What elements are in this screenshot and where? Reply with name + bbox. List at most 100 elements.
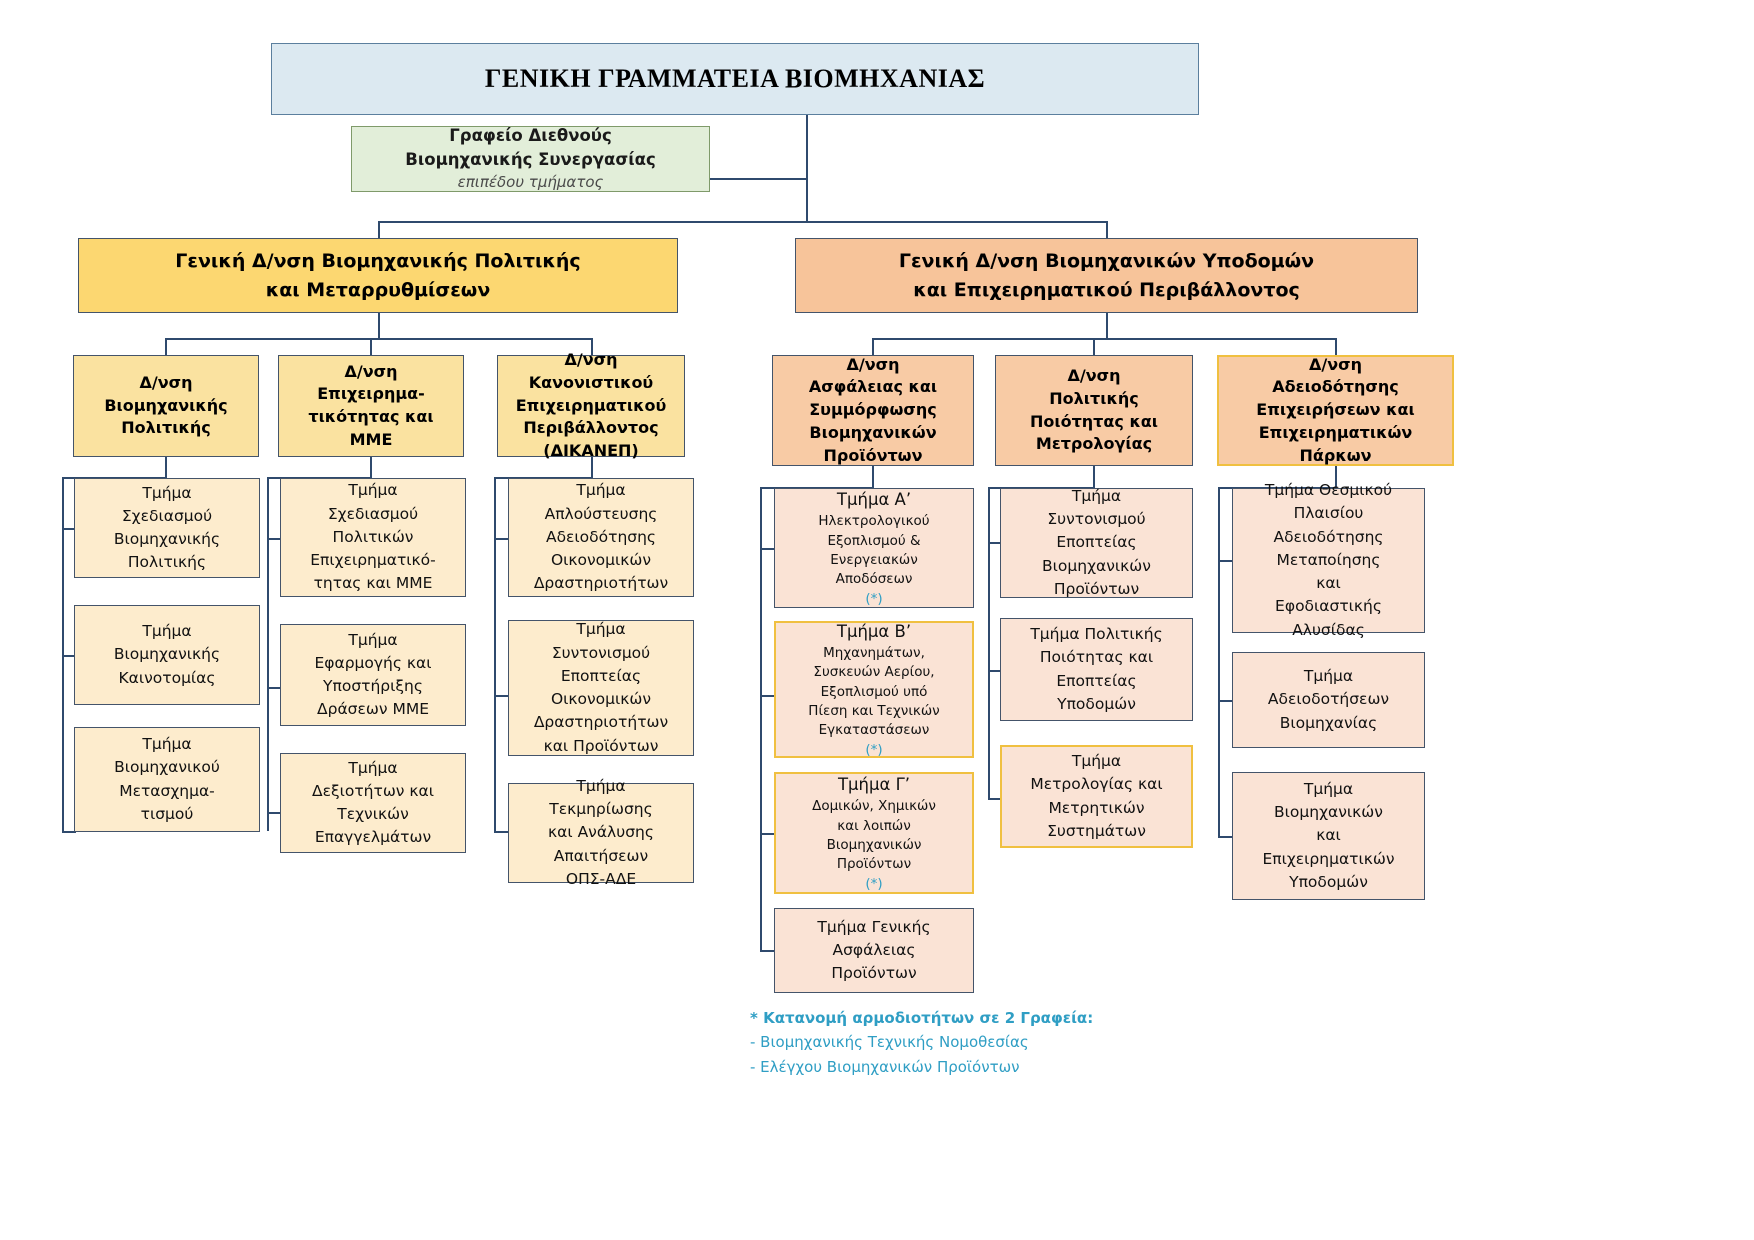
connector-dir5-drop: [1093, 338, 1095, 355]
c5d1-line-4: Βιομηχανικών: [1042, 556, 1151, 575]
department-general-product-safety[interactable]: Τμήμα Γενικής Ασφάλειας Προϊόντων: [774, 908, 974, 993]
c3d2-line-3: Εποπτείας: [560, 666, 642, 685]
dir6-line-4: Επιχειρηματικών: [1258, 422, 1413, 442]
c4d1-line-3: Ενεργειακών: [830, 551, 918, 568]
dir5-line-3: Ποιότητας και: [1029, 411, 1159, 431]
connector-col2-b2: [267, 687, 281, 689]
dir2-line-2: Επιχειρημα-: [317, 384, 425, 404]
connector-col3-b1: [494, 538, 508, 540]
c3d1-line-3: Αδειοδότησης: [545, 527, 657, 546]
c6d1-line-6: Εφοδιαστικής: [1275, 597, 1382, 616]
department-sme-policy-planning[interactable]: Τμήμα Σχεδιασμού Πολιτικών Επιχειρηματικ…: [280, 478, 466, 597]
c6d1-line-2: Πλαισίου: [1293, 504, 1364, 523]
department-industrial-business-infrastructure[interactable]: Τμήμα Βιομηχανικών και Επιχειρηματικών Υ…: [1232, 772, 1425, 900]
directorate-licensing-business-parks[interactable]: Δ/νση Αδειοδότησης Επιχειρήσεων και Επιχ…: [1217, 355, 1454, 466]
connector-col4-b4: [760, 950, 774, 952]
connector-col3-b3: [494, 831, 508, 833]
c4d3-line-3: Βιομηχανικών: [826, 836, 922, 853]
general-directorate-industrial-infrastructure[interactable]: Γενική Δ/νση Βιομηχανικών Υποδομών και Ε…: [795, 238, 1418, 313]
connector-col4-b1: [760, 548, 774, 550]
department-quality-policy-infrastructure-supervision[interactable]: Τμήμα Πολιτικής Ποιότητας και Εποπτείας …: [1000, 618, 1193, 721]
c4d1-line-4: Αποδόσεων: [835, 570, 913, 587]
c4d1-head: Τμήμα Α’: [836, 489, 912, 509]
connector-col6-b3: [1218, 836, 1232, 838]
department-industrial-innovation[interactable]: Τμήμα Βιομηχανικής Καινοτομίας: [74, 605, 260, 705]
dir2-line-3: τικότητας και: [308, 407, 434, 426]
c4d3-line-2: και λοιπών: [837, 817, 911, 834]
dir5-line-2: Πολιτικής: [1049, 388, 1139, 408]
c5d1-line-2: Συντονισμού: [1047, 510, 1146, 529]
directorate-quality-policy-metrology[interactable]: Δ/νση Πολιτικής Ποιότητας και Μετρολογία…: [995, 355, 1193, 466]
directorate-industrial-policy[interactable]: Δ/νση Βιομηχανικής Πολιτικής: [73, 355, 259, 457]
c3d3-line-1: Τμήμα: [576, 776, 626, 795]
c4d3-footnote-marker: (*): [865, 875, 883, 892]
department-skills-technical-professions[interactable]: Τμήμα Δεξιοτήτων και Τεχνικών Επαγγελμάτ…: [280, 753, 466, 853]
dir4-line-3: Συμμόρφωσης: [809, 400, 937, 420]
connector-col1-stem-h: [62, 477, 166, 479]
connector-col6-spine: [1218, 487, 1220, 837]
connector-col6-stem: [1335, 466, 1337, 488]
dir6-line-3: Επιχειρήσεων και: [1256, 400, 1415, 420]
directorate-regulatory-business-environment[interactable]: Δ/νση Κανονιστικού Επιχειρηματικού Περιβ…: [497, 350, 685, 460]
department-institutional-framework-licensing[interactable]: Τμήμα Θεσμικού Πλαισίου Αδειοδότησης Μετ…: [1232, 481, 1425, 639]
department-industrial-transformation[interactable]: Τμήμα Βιομηχανικού Μετασχημα- τισμού: [74, 727, 260, 832]
department-sme-action-support[interactable]: Τμήμα Εφαρμογής και Υποστήριξης Δράσεων …: [280, 624, 466, 726]
c2d1-line-4: Επιχειρηματικό-: [310, 551, 436, 570]
department-industrial-policy-planning[interactable]: Τμήμα Σχεδιασμού Βιομηχανικής Πολιτικής: [74, 478, 260, 578]
c4d2-line-1: Μηχανημάτων,: [823, 645, 925, 662]
gd1-line-2: και Μεταρρυθμίσεων: [265, 278, 491, 301]
c6d3-line-2: Βιομηχανικών: [1274, 803, 1383, 822]
footnote-block: * Κατανομή αρμοδιοτήτων σε 2 Γραφεία: - …: [750, 1006, 1220, 1079]
c2d1-line-5: τητας και ΜΜΕ: [313, 574, 433, 593]
c1d2-line-3: Καινοτομίας: [118, 668, 216, 687]
department-supervision-coordination-activities[interactable]: Τμήμα Συντονισμού Εποπτείας Οικονομικών …: [508, 620, 694, 756]
c2d3-line-3: Τεχνικών: [337, 805, 409, 823]
connector-gd2-down: [1106, 312, 1108, 339]
c4d4-line-3: Προϊόντων: [831, 964, 917, 983]
connector-col5-b3: [988, 798, 1002, 800]
c2d1-line-3: Πολιτικών: [332, 527, 414, 546]
c3d2-line-1: Τμήμα: [576, 620, 626, 639]
connector-col5-stem: [1093, 466, 1095, 488]
footnote-item-1: - Βιομηχανικής Τεχνικής Νομοθεσίας: [750, 1033, 1029, 1052]
department-metrology-measuring-systems[interactable]: Τμήμα Μετρολογίας και Μετρητικών Συστημά…: [1000, 745, 1193, 848]
general-directorate-industrial-policy[interactable]: Γενική Δ/νση Βιομηχανικής Πολιτικής και …: [78, 238, 678, 313]
department-tmima-c-construction-chemical[interactable]: Τμήμα Γ’ Δομικών, Χημικών και λοιπών Βιο…: [774, 772, 974, 894]
department-documentation-requirements-analysis[interactable]: Τμήμα Τεκμηρίωσης και Ανάλυσης Απαιτήσεω…: [508, 777, 694, 888]
office-box-international-industrial-cooperation[interactable]: Γραφείο Διεθνούς Βιομηχανικής Συνεργασία…: [351, 126, 710, 192]
c6d1-line-1: Τμήμα Θεσμικού: [1264, 481, 1393, 500]
dir3-line-1: Δ/νση: [564, 350, 618, 370]
directorate-safety-compliance-industrial-products[interactable]: Δ/νση Ασφάλειας και Συμμόρφωσης Βιομηχαν…: [772, 355, 974, 466]
connector-col2-stem: [370, 456, 372, 478]
connector-col1-b2: [62, 655, 76, 657]
c4d4-line-2: Ασφάλειας: [832, 940, 916, 959]
connector-col1-b1: [62, 528, 76, 530]
c3d2-line-5: Δραστηριοτήτων: [533, 713, 669, 732]
c5d2-line-4: Υποδομών: [1057, 694, 1136, 713]
c1d3-line-4: τισμού: [140, 804, 194, 823]
c2d3-line-1: Τμήμα: [348, 758, 398, 777]
connector-col3-stem: [591, 456, 593, 478]
department-industrial-product-supervision-coordination[interactable]: Τμήμα Συντονισμού Εποπτείας Βιομηχανικών…: [1000, 487, 1193, 598]
connector-col6-b2: [1218, 700, 1232, 702]
root-box-general-secretariat-industry[interactable]: ΓΕΝΙΚΗ ΓΡΑΜΜΑΤΕΙΑ ΒΙΟΜΗΧΑΝΙΑΣ: [271, 43, 1199, 115]
c1d2-line-1: Τμήμα: [142, 622, 192, 641]
c6d3-line-4: Επιχειρηματικών: [1262, 849, 1395, 868]
c3d3-line-2: Τεκμηρίωσης: [549, 800, 653, 819]
department-licensing-simplification[interactable]: Τμήμα Απλούστευσης Αδειοδότησης Οικονομι…: [508, 478, 694, 597]
c4d2-head: Τμήμα Β’: [836, 621, 912, 641]
connector-col3-b2: [494, 695, 508, 697]
c3d2-line-2: Συντονισμού: [551, 643, 651, 662]
connector-col1-b3: [62, 831, 76, 833]
c3d1-line-2: Απλούστευσης: [544, 504, 658, 523]
dir2-line-1: Δ/νση: [344, 361, 398, 381]
c5d3-line-1: Τμήμα: [1071, 752, 1122, 770]
department-tmima-a-electrical-equipment[interactable]: Τμήμα Α’ Ηλεκτρολογικού Εξοπλισμού & Ενε…: [774, 488, 974, 608]
department-industry-licensing[interactable]: Τμήμα Αδειοδοτήσεων Βιομηχανίας: [1232, 652, 1425, 748]
c3d1-line-1: Τμήμα: [576, 481, 626, 500]
department-tmima-b-machinery-gas-pressure[interactable]: Τμήμα Β’ Μηχανημάτων, Συσκευών Αερίου, Ε…: [774, 621, 974, 758]
connector-dir4-drop: [872, 338, 874, 355]
connector-gd-bus: [378, 221, 1107, 223]
directorate-entrepreneurship-sme[interactable]: Δ/νση Επιχειρημα- τικότητας και ΜΜΕ: [278, 355, 464, 457]
